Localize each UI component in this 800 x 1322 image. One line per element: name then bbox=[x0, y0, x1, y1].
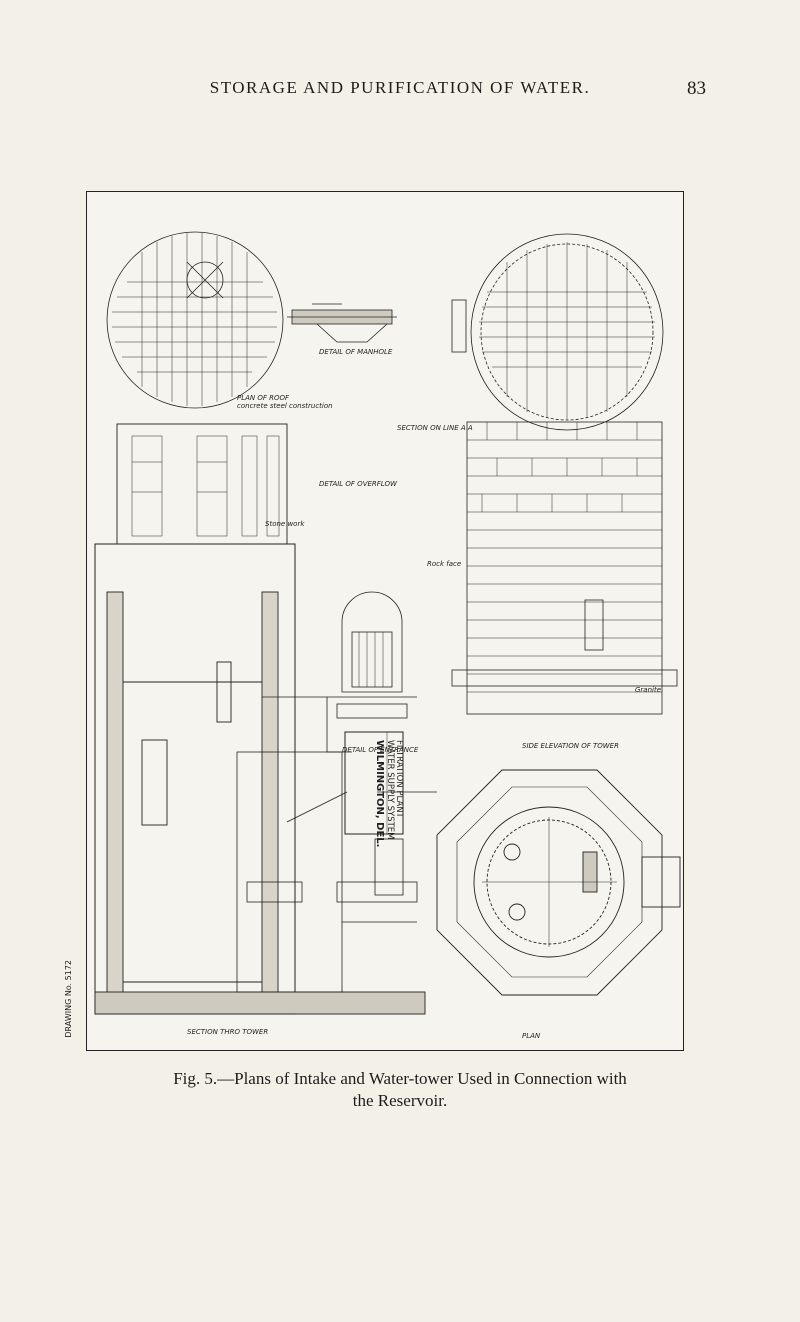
running-head: STORAGE AND PURIFICATION OF WATER. bbox=[209, 78, 591, 97]
label-detail-manhole: DETAIL OF MANHOLE bbox=[319, 348, 393, 356]
plan-drawing bbox=[436, 769, 681, 996]
label-rock-face: Rock face bbox=[427, 560, 461, 568]
side-elevation-drawing bbox=[451, 421, 678, 715]
label-section-aa: SECTION ON LINE A A bbox=[397, 424, 473, 432]
drawing-plate: FILTRATION PLANT WATER SUPPLY SYSTEM WIL… bbox=[86, 191, 684, 1051]
label-plan: PLAN bbox=[522, 1032, 541, 1040]
margin-drawing-number: DRAWING No. 5172 bbox=[64, 960, 73, 1038]
label-steel-construction: concrete steel construction bbox=[237, 402, 333, 410]
label-granite: Granite bbox=[635, 686, 661, 694]
title-line-2: WATER SUPPLY SYSTEM bbox=[385, 740, 395, 840]
plan-of-roof-drawing bbox=[106, 231, 284, 409]
tower-section-drawing bbox=[94, 423, 426, 1015]
label-section-thro-tower: SECTION THRO TOWER bbox=[187, 1028, 268, 1036]
label-detail-overflow: DETAIL OF OVERFLOW bbox=[319, 480, 398, 488]
title-line-1: FILTRATION PLANT bbox=[394, 740, 404, 819]
page-number: 83 bbox=[687, 78, 706, 99]
label-side-elevation: SIDE ELEVATION OF TOWER bbox=[522, 742, 619, 750]
figure-caption: Fig. 5.—Plans of Intake and Water-tower … bbox=[90, 1068, 710, 1112]
section-aa-drawing bbox=[451, 233, 664, 431]
label-stone-work: Stone work bbox=[265, 520, 305, 528]
label-plan-of-roof: PLAN OF ROOF bbox=[237, 394, 290, 402]
caption-line-2: the Reservoir. bbox=[352, 1091, 448, 1110]
title-block: FILTRATION PLANT WATER SUPPLY SYSTEM WIL… bbox=[344, 731, 404, 896]
engineering-drawing: FILTRATION PLANT WATER SUPPLY SYSTEM WIL… bbox=[94, 231, 681, 1040]
manhole-detail-drawing bbox=[287, 303, 397, 343]
label-detail-entrance: DETAIL OF ENTRANCE bbox=[342, 746, 419, 754]
caption-line-1: Fig. 5.—Plans of Intake and Water-tower … bbox=[173, 1069, 627, 1088]
entrance-detail-drawing bbox=[327, 591, 417, 719]
title-line-3: WILMINGTON, DEL. bbox=[374, 740, 385, 847]
